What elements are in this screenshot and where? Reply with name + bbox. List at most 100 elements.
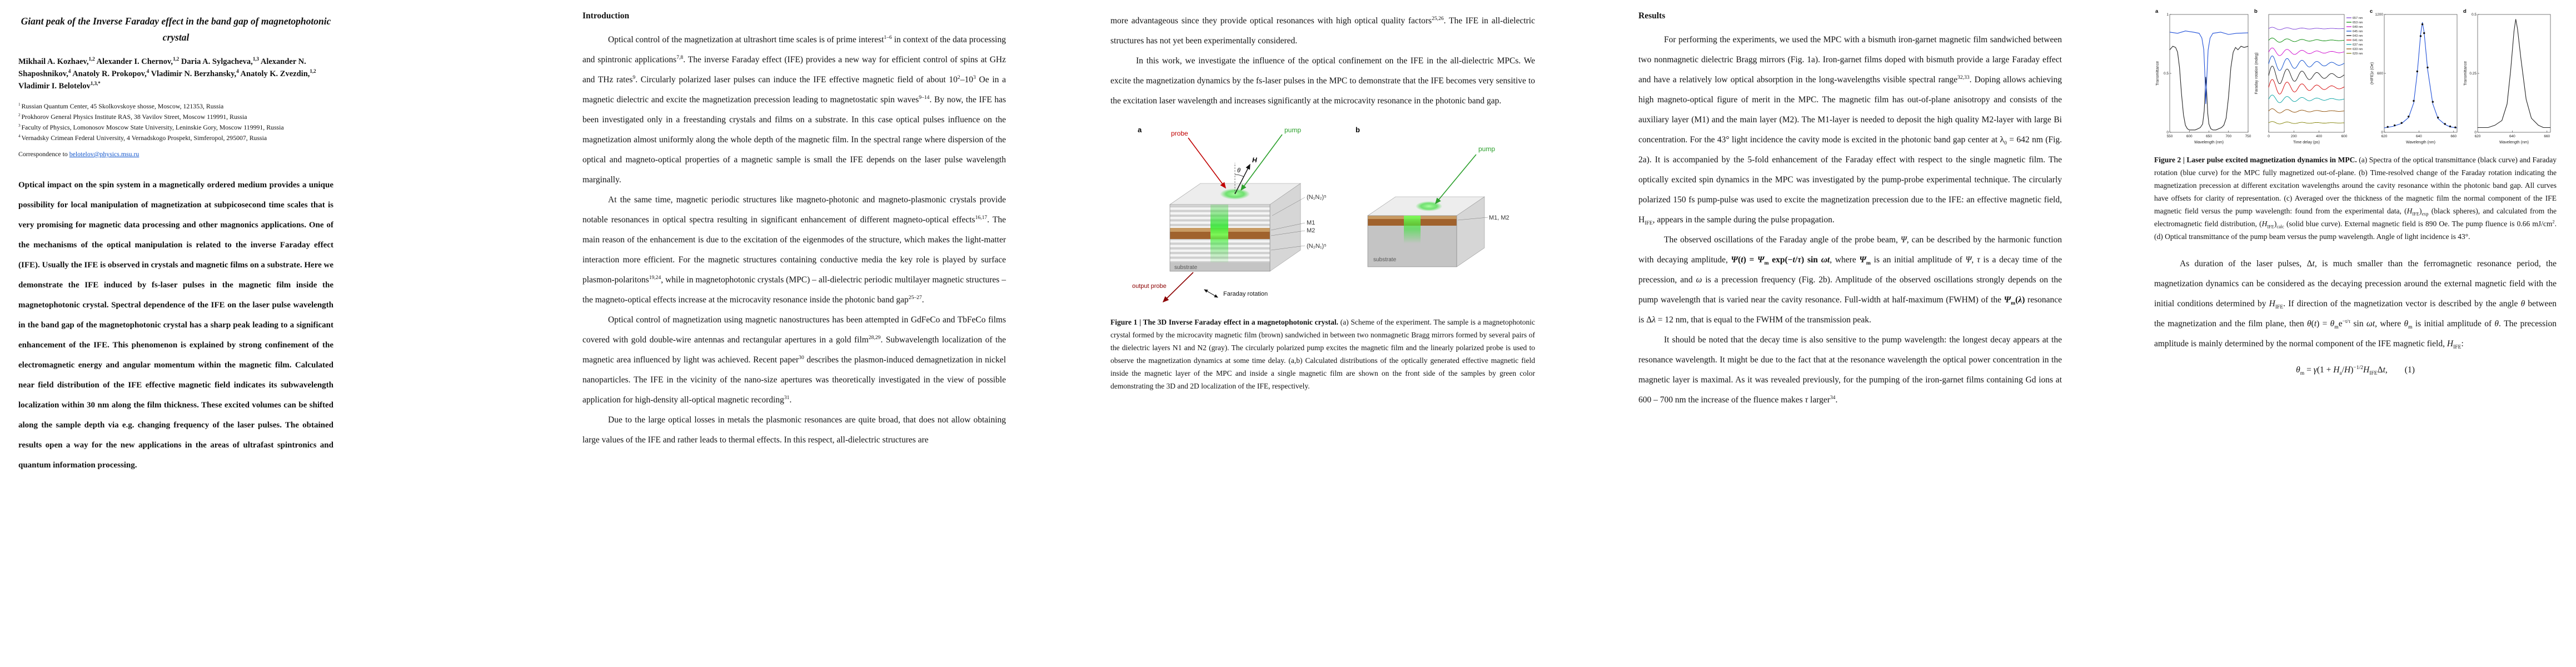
svg-text:640: 640 xyxy=(2509,135,2515,138)
results-paragraph-1: For performing the experiments, we used … xyxy=(1638,35,2062,227)
svg-text:Transmittance: Transmittance xyxy=(2464,61,2468,86)
svg-text:645 nm: 645 nm xyxy=(2353,30,2363,33)
external-field-arrow xyxy=(1234,163,1250,195)
ife-field-glow-b xyxy=(1404,216,1421,243)
page-3: more advantageous since they provide opt… xyxy=(1110,0,1535,667)
section-heading-introduction: Introduction xyxy=(582,11,630,21)
svg-text:Wavelength (nm): Wavelength (nm) xyxy=(2499,141,2529,145)
section-heading-results: Results xyxy=(1638,11,1666,21)
probe-beam-arrow xyxy=(1188,137,1226,189)
svg-text:Time delay (ps): Time delay (ps) xyxy=(2293,141,2320,145)
faraday-rotation-label: Faraday rotation xyxy=(1223,291,1268,297)
svg-text:600: 600 xyxy=(2341,135,2348,138)
intro-paragraph-2: At the same time, magnetic periodic stru… xyxy=(582,195,1006,305)
svg-text:d: d xyxy=(2463,8,2467,14)
svg-text:Wavelength (nm): Wavelength (nm) xyxy=(2194,141,2224,145)
intro-paragraph-4: Due to the large optical losses in metal… xyxy=(582,415,1006,445)
svg-text:200: 200 xyxy=(2291,135,2297,138)
svg-text:649 nm: 649 nm xyxy=(2353,26,2363,29)
pump-label: pump xyxy=(1284,126,1301,134)
bragg-mirror-bottom-label: (N₂N₁)⁵ xyxy=(1307,243,1327,250)
probe-label: probe xyxy=(1171,130,1188,137)
results-paragraph-3: It should be noted that the decay time i… xyxy=(1638,335,2062,405)
svg-text:650: 650 xyxy=(2206,135,2212,138)
svg-text:0: 0 xyxy=(2381,131,2383,135)
fig1-panel-b: b pump M1, M2 substrate xyxy=(1356,126,1509,267)
svg-text:750: 750 xyxy=(2245,135,2251,138)
m2-layer-label: M2 xyxy=(1307,227,1315,234)
theta-label: θ xyxy=(1237,167,1240,174)
output-probe-arrow xyxy=(1162,272,1194,303)
bragg-mirror-top-label: (N₁N₂)⁵ xyxy=(1307,194,1327,201)
svg-text:600: 600 xyxy=(2377,72,2383,76)
svg-text:643 nm: 643 nm xyxy=(2353,34,2363,38)
svg-text:0: 0 xyxy=(2268,135,2270,138)
svg-text:Faraday rotation (mdeg): Faraday rotation (mdeg) xyxy=(2255,52,2259,94)
page-4: Results For performing the experiments, … xyxy=(1638,0,2062,667)
results-paragraph-2: The observed oscillations of the Faraday… xyxy=(1638,235,2062,325)
author-list: Mikhail A. Kozhaev,1,2 Alexander I. Cher… xyxy=(18,56,316,91)
svg-text:660: 660 xyxy=(2450,135,2457,138)
layer-pointer-lines xyxy=(1270,197,1306,251)
layer-substrate xyxy=(1170,262,1270,271)
svg-text:Wavelength (nm): Wavelength (nm) xyxy=(2406,141,2435,145)
svg-text:620: 620 xyxy=(2381,135,2388,138)
correspondence-line: Correspondence to belotelov@physics.msu.… xyxy=(18,149,333,160)
svg-text:0: 0 xyxy=(2166,131,2169,135)
affiliation-2: 2 Prokhorov General Physics Institute RA… xyxy=(18,112,247,121)
page-2: Introduction Optical control of the magn… xyxy=(582,0,1006,667)
figure-1-caption: Figure 1 | The 3D Inverse Faraday effect… xyxy=(1110,318,1535,390)
svg-text:640: 640 xyxy=(2416,135,2422,138)
svg-text:550: 550 xyxy=(2167,135,2173,138)
svg-text:660: 660 xyxy=(2544,135,2550,138)
equation-1: θm = γ(1 + Ha/H)−1/2HIFEΔt, (1) xyxy=(2296,364,2415,377)
svg-text:0.25: 0.25 xyxy=(2469,72,2477,76)
svg-text:641 nm: 641 nm xyxy=(2353,39,2363,42)
svg-text:653 nm: 653 nm xyxy=(2353,21,2363,24)
affiliation-block: 1 Russian Quantum Center, 45 Skolkovskoy… xyxy=(18,101,333,143)
intro-paragraph-4-continuation: more advantageous since they provide opt… xyxy=(1110,15,1535,46)
svg-text:657 nm: 657 nm xyxy=(2353,17,2363,20)
svg-text:Transmittance: Transmittance xyxy=(2156,61,2160,86)
abstract-text: Optical impact on the spin system in a m… xyxy=(18,181,333,470)
pump-label-b: pump xyxy=(1478,145,1495,153)
intro-paragraph-3: Optical control of magnetization using m… xyxy=(582,315,1006,405)
substrate-label-b: substrate xyxy=(1373,257,1397,263)
laser-spot-b xyxy=(1416,201,1442,211)
figure-2-caption: Figure 2 | Laser pulse excited magnetiza… xyxy=(2154,156,2557,241)
figure-1-diagram: a probe pump xyxy=(1132,126,1509,303)
affiliation-1: 1 Russian Quantum Center, 45 Skolkovskoy… xyxy=(18,102,224,110)
pump-beam-arrow-b xyxy=(1434,154,1477,205)
discussion-paragraph: As duration of the laser pulses, Δt, is … xyxy=(2154,259,2557,351)
correspondence-prefix: Correspondence to xyxy=(18,150,69,158)
fig1-panel-a: a probe pump xyxy=(1132,126,1327,303)
correspondence-email-link[interactable]: belotelov@physics.msu.ru xyxy=(69,150,139,158)
films-pointer-line xyxy=(1457,217,1488,221)
affiliation-3: 3 Faculty of Physics, Lomonosov Moscow S… xyxy=(18,123,284,131)
svg-text:c: c xyxy=(2370,8,2373,14)
svg-text:600: 600 xyxy=(2186,135,2193,138)
svg-text:633 nm: 633 nm xyxy=(2353,48,2363,51)
films-label-b: M1, M2 xyxy=(1489,215,1509,221)
svg-text:(HIFE)z (Oe): (HIFE)z (Oe) xyxy=(2370,62,2374,84)
svg-text:b: b xyxy=(2254,8,2258,14)
page-1: Giant peak of the Inverse Faraday effect… xyxy=(18,0,333,667)
svg-text:400: 400 xyxy=(2316,135,2322,138)
figure-1: a probe pump xyxy=(1110,121,1535,392)
paper-title: Giant peak of the Inverse Faraday effect… xyxy=(21,16,331,43)
svg-text:637 nm: 637 nm xyxy=(2353,43,2363,47)
intro-paragraph-5: In this work, we investigate the influen… xyxy=(1110,56,1535,106)
fig1-panel-a-label: a xyxy=(1138,126,1142,134)
h-field-label: H xyxy=(1252,156,1257,164)
output-probe-label: output probe xyxy=(1132,283,1167,290)
svg-text:a: a xyxy=(2155,8,2159,14)
svg-text:620: 620 xyxy=(2475,135,2481,138)
svg-text:0.5: 0.5 xyxy=(2472,13,2477,17)
